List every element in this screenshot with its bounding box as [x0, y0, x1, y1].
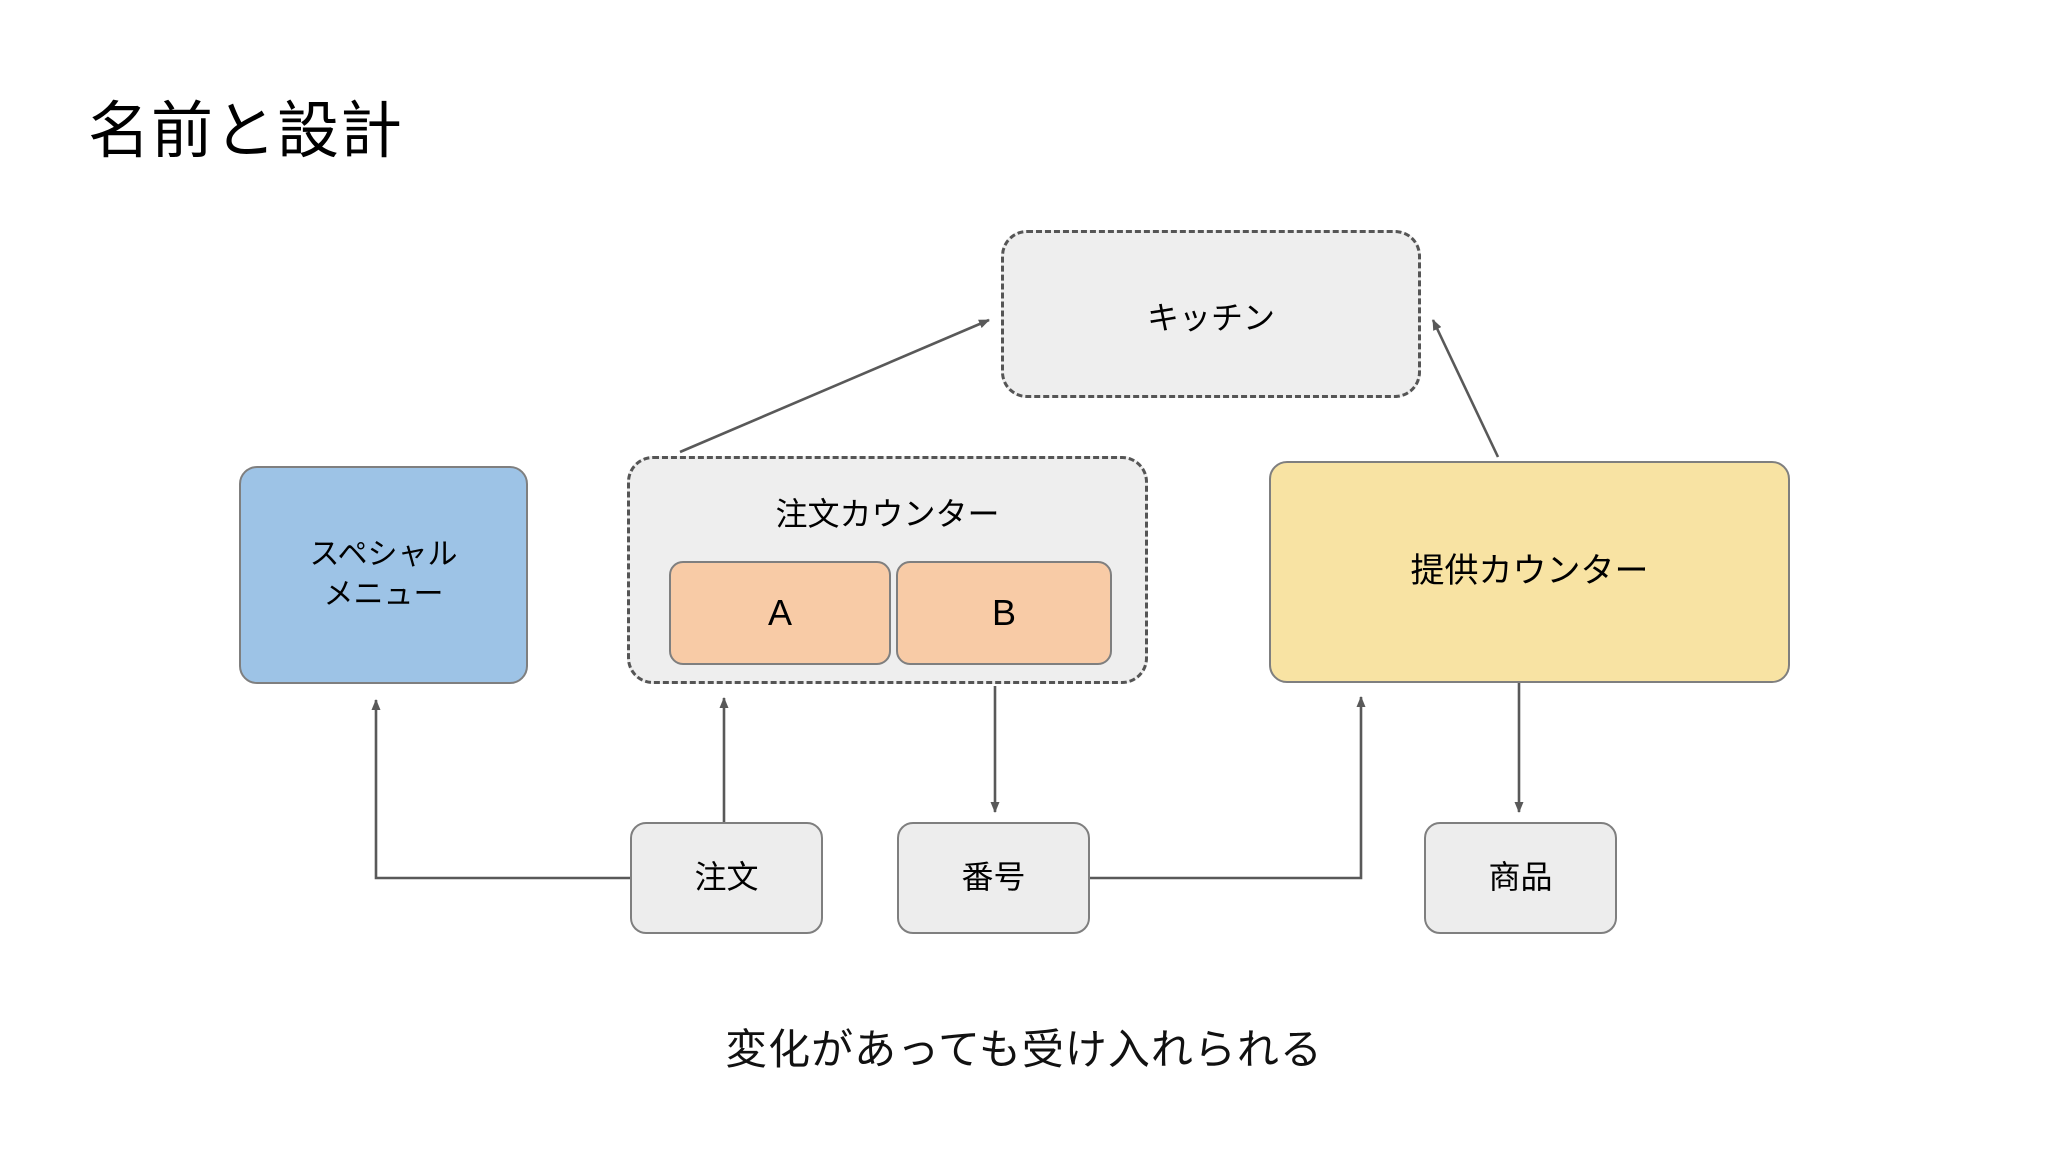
slide-caption: 変化があっても受け入れられる [725, 1026, 1323, 1073]
node-special-menu-label: スペシャル メニュー [310, 535, 458, 616]
node-kitchen-label: キッチン [1146, 300, 1275, 336]
node-service-counter[interactable]: 提供カウンター [1269, 461, 1790, 683]
node-order-label: 注文 [694, 859, 759, 896]
node-product-label: 商品 [1488, 859, 1553, 896]
node-order-counter[interactable]: 注文カウンター A B [627, 456, 1148, 684]
node-special-menu-label-line1: スペシャル [309, 537, 458, 571]
node-counter-a[interactable]: A [669, 561, 891, 665]
node-counter-b[interactable]: B [896, 561, 1112, 665]
node-service-counter-label: 提供カウンター [1410, 552, 1649, 591]
page-title: 名前と設計 [88, 97, 404, 166]
node-kitchen[interactable]: キッチン [1001, 230, 1421, 398]
node-counter-b-label: B [991, 592, 1016, 633]
node-number-label: 番号 [961, 859, 1026, 896]
node-order-counter-label: 注文カウンター [775, 496, 1000, 532]
edge-service-counter-to-kitchen [1431, 319, 1500, 458]
node-order[interactable]: 注文 [630, 822, 823, 934]
node-counter-a-label: A [767, 592, 792, 633]
node-number[interactable]: 番号 [897, 822, 1090, 934]
edge-order-counter-to-kitchen [679, 318, 990, 454]
node-special-menu-label-line2: メニュー [323, 578, 444, 611]
edge-number-to-service-counter [1090, 696, 1366, 880]
node-special-menu[interactable]: スペシャル メニュー [239, 466, 528, 684]
node-product[interactable]: 商品 [1424, 822, 1617, 934]
edge-order-to-special-menu [371, 699, 630, 880]
